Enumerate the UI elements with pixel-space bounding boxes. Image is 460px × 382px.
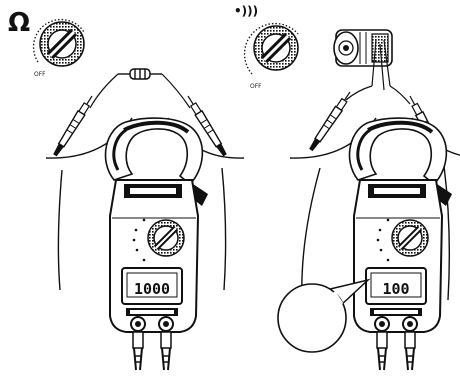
dial-off-label: OFF bbox=[34, 71, 46, 78]
ohm-symbol: Ω bbox=[8, 8, 30, 38]
test-probe-black bbox=[52, 74, 118, 290]
left-panel-resistance: Ω OFF 1000 bbox=[8, 8, 244, 370]
lcd-reading: 100 bbox=[382, 280, 409, 298]
resistor-component bbox=[118, 69, 162, 79]
range-selector-dial: OFF bbox=[245, 24, 298, 90]
range-selector-dial: OFF bbox=[34, 20, 84, 78]
clamp-meter: 1000 bbox=[46, 118, 244, 370]
right-panel-continuity: •))) OFF 100 bbox=[234, 4, 460, 370]
continuity-buzzer-symbol: •))) bbox=[234, 4, 258, 18]
lcd-reading: 1000 bbox=[134, 280, 170, 298]
dial-off-label: OFF bbox=[250, 83, 262, 90]
electrical-component-under-test bbox=[334, 30, 392, 90]
